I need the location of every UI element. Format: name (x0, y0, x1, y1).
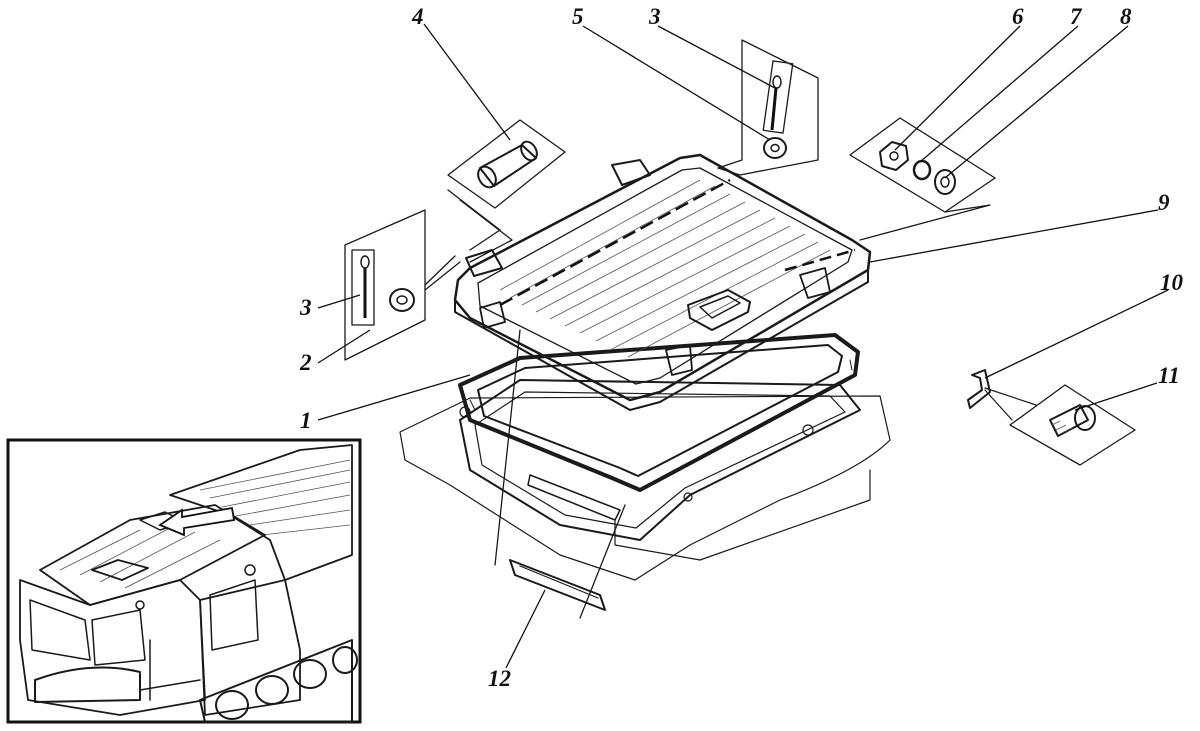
callout-11: 11 (1158, 363, 1180, 388)
callout-1: 1 (300, 408, 312, 433)
fastener-panel (849, 117, 996, 241)
vehicle-inset (6, 438, 362, 724)
bushing (477, 140, 538, 189)
nut (879, 141, 909, 171)
washer (763, 137, 787, 159)
hatch-cover (453, 153, 872, 411)
spring-washer (912, 159, 932, 181)
bushing-panel (447, 119, 566, 263)
leader-lines (317, 23, 1169, 669)
callout-6: 6 (1012, 4, 1024, 29)
washer (389, 288, 415, 312)
guide-strip (494, 329, 626, 619)
pin-washer-panel-left (344, 209, 461, 361)
roof-opening (399, 379, 891, 581)
seal-frame (458, 333, 860, 492)
road-wheels (215, 646, 358, 720)
flat-washer (934, 169, 956, 195)
callout-12: 12 (488, 666, 511, 691)
callout-5: 5 (572, 4, 584, 29)
callout-8: 8 (1120, 4, 1132, 29)
callout-4: 4 (411, 4, 424, 29)
bracket-screw-panel (967, 369, 1136, 466)
pin (770, 75, 782, 131)
callout-7: 7 (1070, 4, 1083, 29)
callout-3-left: 3 (299, 295, 312, 320)
pin-washer-panel-right (717, 39, 819, 176)
screw (1049, 404, 1096, 437)
callout-labels: 1 2 3 3 4 5 6 7 8 9 10 11 12 (299, 4, 1184, 691)
callout-9: 9 (1158, 190, 1170, 215)
pin (360, 255, 370, 318)
callout-3-right: 3 (648, 4, 661, 29)
bracket (967, 369, 991, 409)
callout-2: 2 (299, 350, 312, 375)
callout-10: 10 (1160, 270, 1184, 295)
